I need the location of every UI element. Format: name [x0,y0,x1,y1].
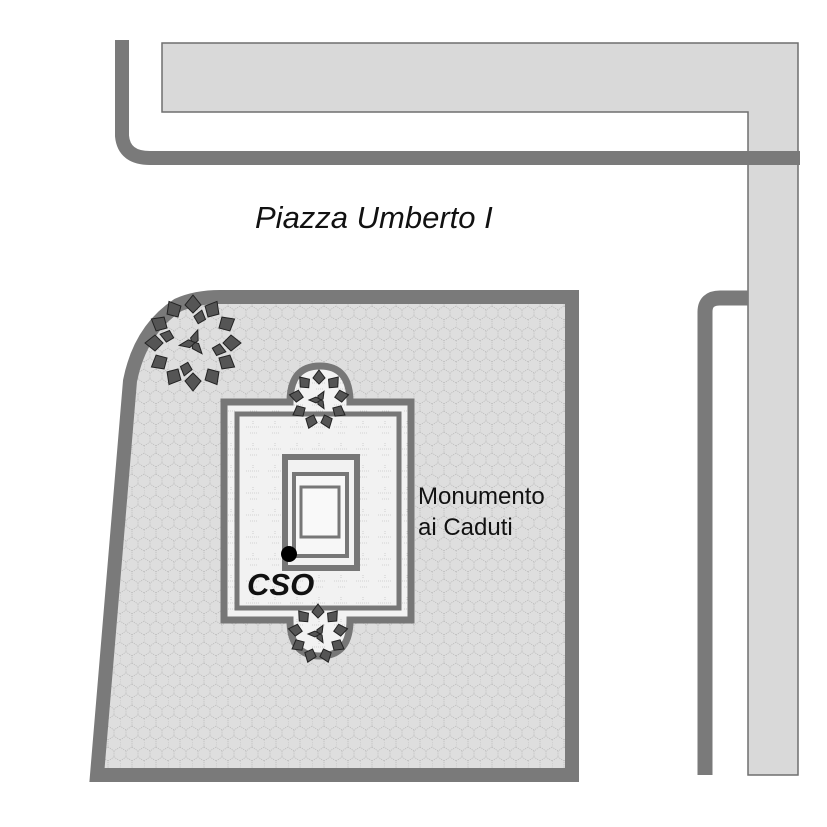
plant-icon [287,603,349,663]
cso-marker-label: CSO [247,567,315,602]
cso-marker-dot [281,546,297,562]
monument-label: Monumento ai Caduti [418,481,545,543]
plant-icon [144,294,242,392]
square-name-label: Piazza Umberto I [255,200,493,235]
monument [220,362,415,660]
monument-label-line2: ai Caduti [418,514,513,541]
curb-right [697,290,748,775]
building-block [161,42,799,776]
monument-label-line1: Monumento [418,483,545,510]
plant-icon [288,369,350,429]
curb-top [115,40,800,165]
monument-pedestal [299,485,341,539]
